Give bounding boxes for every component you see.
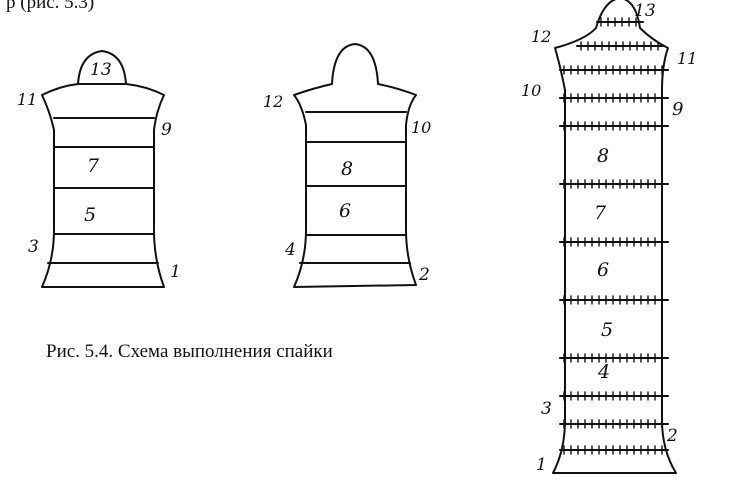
left-label-shoulder-left: 11 xyxy=(17,90,37,109)
right-figure xyxy=(552,0,677,474)
middle-label-band-upper: 8 xyxy=(341,158,353,180)
middle-label-bottom-right: 2 xyxy=(418,265,430,285)
left-label-side-left: 3 xyxy=(28,237,39,257)
middle-figure-labels: 12 10 8 6 4 2 xyxy=(263,92,431,285)
right-figure-labels: 13 12 11 10 9 8 7 6 5 4 3 2 1 xyxy=(521,1,697,475)
left-label-top: 13 xyxy=(90,60,112,80)
right-label-shoulder-right: 9 xyxy=(672,99,683,120)
middle-label-shoulder-right: 10 xyxy=(411,118,431,137)
left-label-band-upper: 7 xyxy=(87,155,100,177)
left-label-bottom-right: 1 xyxy=(170,262,181,282)
right-label-bottom-left: 1 xyxy=(536,455,547,475)
right-label-side-left: 3 xyxy=(541,399,552,419)
left-figure-outline xyxy=(41,50,165,288)
right-label-band-7: 7 xyxy=(594,202,607,224)
top-text-fragment: р (рис. 5.3) xyxy=(6,0,95,13)
right-label-top: 13 xyxy=(634,1,656,21)
figure-caption: Рис. 5.4. Схема выполнения спайки xyxy=(46,341,333,362)
left-label-band-lower: 5 xyxy=(84,204,96,226)
right-label-band-8: 8 xyxy=(597,145,609,167)
middle-figure xyxy=(293,43,417,288)
left-label-shoulder-right: 9 xyxy=(161,120,172,140)
left-figure-labels: 13 11 9 7 5 3 1 xyxy=(17,60,181,282)
right-label-band-6: 6 xyxy=(597,259,609,281)
left-figure xyxy=(41,50,165,288)
right-label-shoulder-left: 10 xyxy=(521,81,541,100)
middle-figure-outline xyxy=(293,43,417,288)
right-figure-outline xyxy=(552,0,677,474)
middle-label-shoulder-left: 12 xyxy=(263,92,283,111)
right-label-band-5: 5 xyxy=(601,319,613,341)
middle-label-band-lower: 6 xyxy=(339,200,351,222)
middle-label-side-left: 4 xyxy=(284,240,296,260)
right-label-band-4: 4 xyxy=(597,361,610,383)
right-label-side-right: 2 xyxy=(666,426,678,446)
right-label-neck-left: 12 xyxy=(531,27,551,46)
right-label-neck-right: 11 xyxy=(677,49,697,68)
right-seam-lines xyxy=(559,17,669,455)
